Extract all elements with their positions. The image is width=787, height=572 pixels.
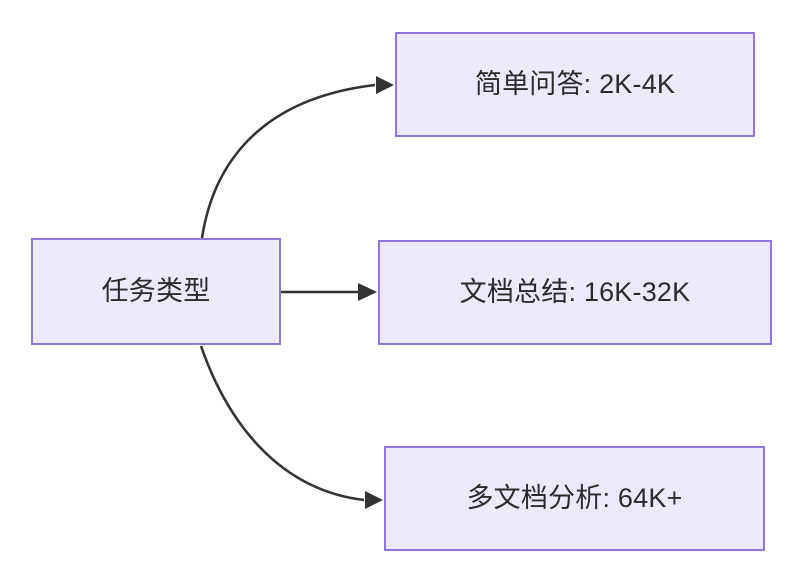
node-simple-qa[interactable]: 简单问答: 2K-4K — [395, 32, 755, 137]
node-task-type[interactable]: 任务类型 — [31, 238, 281, 345]
node-multi-doc-label: 多文档分析: 64K+ — [466, 483, 683, 514]
edge-source-to-doc-summary — [281, 283, 377, 301]
node-doc-summary-label: 文档总结: 16K-32K — [459, 277, 691, 308]
node-simple-qa-label: 简单问答: 2K-4K — [474, 69, 676, 100]
node-doc-summary[interactable]: 文档总结: 16K-32K — [378, 240, 772, 345]
edge-source-to-multi-doc — [199, 345, 383, 509]
edge-source-to-simple-qa — [200, 76, 394, 239]
node-multi-doc[interactable]: 多文档分析: 64K+ — [384, 446, 765, 551]
node-task-type-label: 任务类型 — [101, 276, 211, 307]
